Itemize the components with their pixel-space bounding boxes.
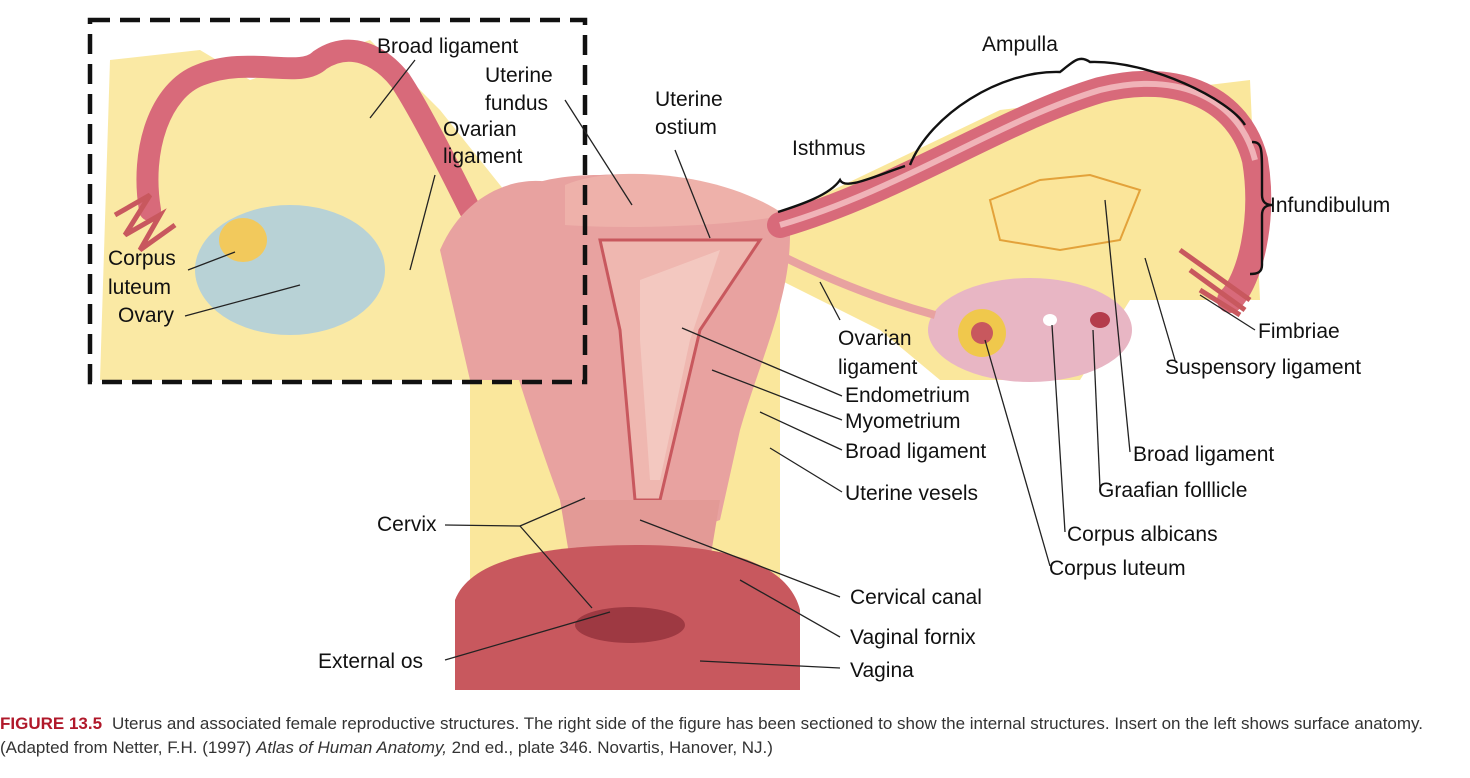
label-corpus-luteum-insert-line2: luteum xyxy=(108,276,171,299)
label-broad-ligament: Broad ligament xyxy=(845,440,986,463)
label-cervical-canal: Cervical canal xyxy=(850,586,982,609)
label-vaginal-fornix: Vaginal fornix xyxy=(850,626,976,649)
insert-fallopian-tube xyxy=(136,39,481,221)
label-vagina: Vagina xyxy=(850,659,914,682)
caption-text-2: 2nd ed., plate 346. Novartis, Hanover, N… xyxy=(446,738,773,757)
caption-text-1: Uterus and associated female reproductiv… xyxy=(0,714,1424,757)
label-myometrium: Myometrium xyxy=(845,410,961,433)
label-ovary: Ovary xyxy=(118,304,175,327)
label-infundibulum: Infundibulum xyxy=(1270,194,1390,217)
label-fimbriae: Fimbriae xyxy=(1258,320,1340,343)
label-uterine-ostium-line1: Uterine xyxy=(655,88,723,111)
infundibulum-brace xyxy=(1249,140,1273,276)
uterine-fundus-shape xyxy=(565,173,785,227)
insert-fimbriae xyxy=(113,192,177,253)
mesosalpinx-folds xyxy=(988,173,1142,252)
label-uterine-vesels: Uterine vesels xyxy=(845,482,978,505)
label-external-os: External os xyxy=(318,650,423,673)
label-broad-ligament-right: Broad ligament xyxy=(1133,443,1274,466)
corpus-luteum-right-core xyxy=(971,322,993,344)
external-os-shape xyxy=(575,607,685,643)
corpus-albicans-shape xyxy=(1043,314,1057,326)
graafian-follicle-shape xyxy=(1090,312,1110,328)
label-ampulla: Ampulla xyxy=(982,33,1058,56)
fimbriae-right xyxy=(1178,247,1252,318)
label-graafian-follicle: Graafian folllicle xyxy=(1098,479,1247,502)
label-uterine-ostium-line2: ostium xyxy=(655,116,717,139)
label-cervix: Cervix xyxy=(377,513,437,536)
label-ovarian-ligament-line2: ligament xyxy=(838,356,918,379)
isthmus-brace xyxy=(777,164,906,214)
insert-corpus-luteum-shape xyxy=(219,218,267,262)
label-suspensory-ligament: Suspensory ligament xyxy=(1165,356,1361,379)
label-uterine-fundus-line2: fundus xyxy=(485,92,548,115)
endometrium-shape xyxy=(640,250,720,480)
uterus-anatomy-diagram: Broad ligament Uterine fundus Ovarian li… xyxy=(87,17,1390,690)
label-endometrium: Endometrium xyxy=(845,384,970,407)
label-uterine-fundus-line1: Uterine xyxy=(485,64,553,87)
label-corpus-luteum-insert-line1: Corpus xyxy=(108,247,176,270)
label-ovarian-ligament-insert-line2: ligament xyxy=(443,145,523,168)
figure-number: FIGURE 13.5 xyxy=(0,714,103,733)
ampulla-brace xyxy=(908,57,1247,166)
insert-border xyxy=(87,17,588,385)
label-ovarian-ligament-line1: Ovarian xyxy=(838,327,912,350)
label-corpus-albicans: Corpus albicans xyxy=(1067,523,1218,546)
leader-lines xyxy=(184,59,1256,669)
label-broad-ligament-insert: Broad ligament xyxy=(377,35,518,58)
label-isthmus: Isthmus xyxy=(792,137,866,160)
caption-book-title: Atlas of Human Anatomy, xyxy=(256,738,447,757)
label-corpus-luteum: Corpus luteum xyxy=(1049,557,1186,580)
label-ovarian-ligament-insert-line1: Ovarian xyxy=(443,118,517,141)
insert-ovary-shape xyxy=(195,205,385,335)
ovarian-ligament-right-shape xyxy=(778,251,937,319)
fallopian-tube-lumen xyxy=(779,80,1258,228)
